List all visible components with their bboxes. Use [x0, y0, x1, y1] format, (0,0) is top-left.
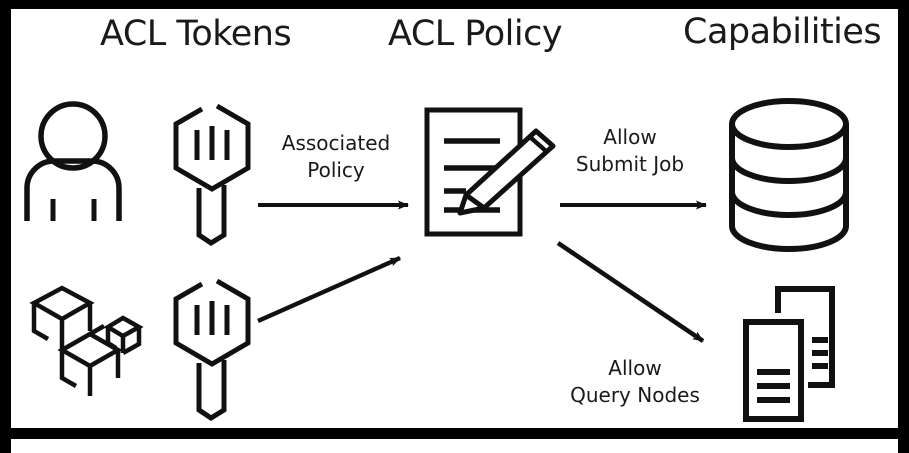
label-associated-policy-line1: Associated [281, 131, 391, 155]
arrow-node-token-to-policy [257, 255, 401, 324]
database-cylinder-icon [729, 98, 849, 252]
header-acl-policy: ACL Policy [388, 14, 563, 54]
cubes-node-icon [29, 285, 144, 396]
diagram-frame-bottom-border [0, 428, 909, 439]
label-associated-policy: Associated Policy [266, 130, 406, 184]
label-allow-query-nodes-line2: Query Nodes [570, 383, 700, 407]
label-allow-submit-job-line1: Allow [603, 125, 657, 149]
policy-document-pencil-icon [424, 107, 556, 237]
key-token-icon-user [173, 103, 251, 246]
header-capabilities: Capabilities [683, 12, 882, 52]
label-allow-submit-job-line2: Submit Job [575, 152, 685, 176]
key-token-icon-node [173, 278, 251, 421]
header-acl-tokens: ACL Tokens [100, 14, 292, 54]
arrow-policy-to-nodes [556, 241, 705, 343]
person-icon [24, 101, 122, 221]
server-nodes-icon [743, 286, 835, 422]
label-allow-query-nodes: Allow Query Nodes [555, 355, 715, 409]
label-allow-submit-job: Allow Submit Job [560, 124, 700, 178]
label-allow-query-nodes-line1: Allow [608, 356, 662, 380]
label-associated-policy-line2: Policy [307, 158, 365, 182]
